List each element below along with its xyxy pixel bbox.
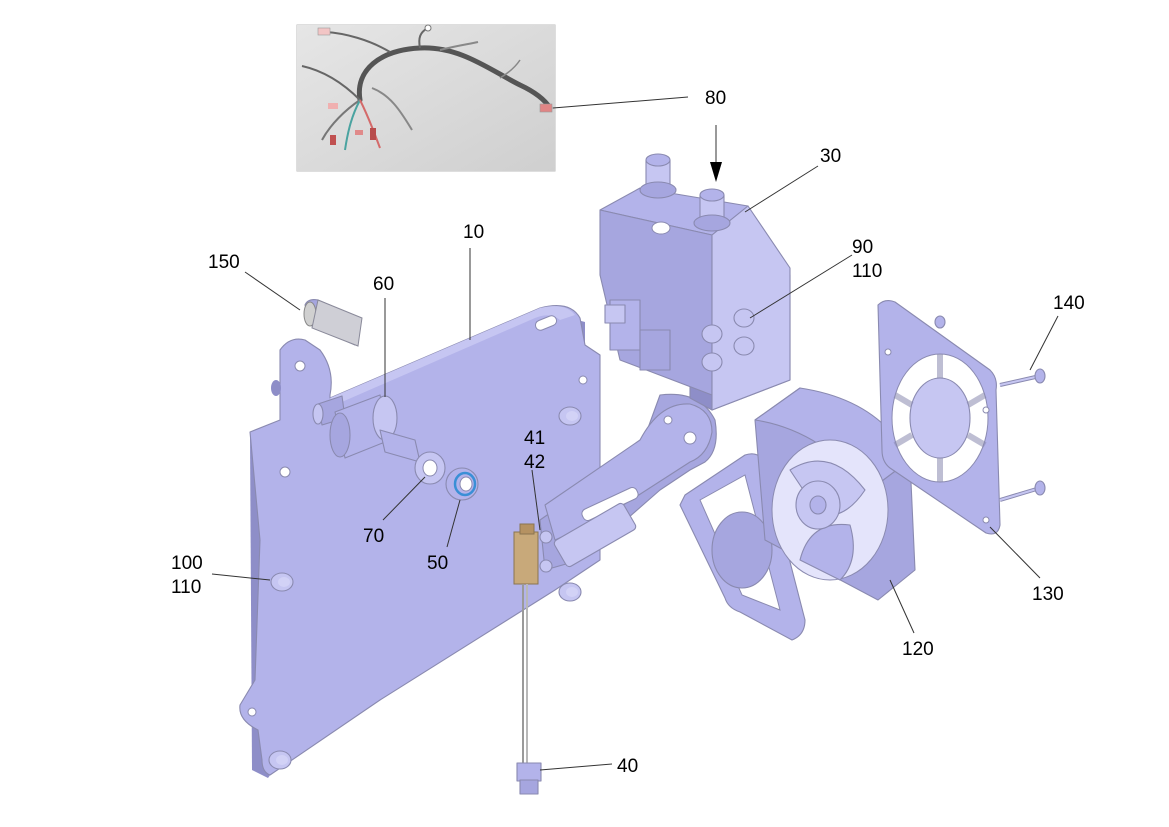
lock-nut [445,467,479,501]
long-screw [999,368,1046,387]
callout-10: 10 [463,222,484,243]
callout-30: 30 [820,146,841,167]
callout-80: 80 [705,88,726,109]
callout-120: 120 [902,639,934,660]
relay-terminal [693,188,731,232]
callout-130: 130 [1032,584,1064,605]
leader-lines [211,96,1059,771]
contactor-relay [599,153,791,411]
cooling-fan [754,387,916,601]
callout-42: 42 [524,452,545,473]
wiring-harness-photo [296,24,556,172]
callout-110-lower: 110 [171,577,201,598]
callout-40: 40 [617,756,638,777]
callout-150: 150 [208,252,240,273]
callout-140: 140 [1053,293,1085,314]
callout-50: 50 [427,553,448,574]
plate-bolt [268,750,292,770]
washer [414,451,446,485]
callout-labels: 80 30 90 110 140 10 150 60 41 42 70 50 1… [171,88,1085,777]
shaft-standoff [312,394,421,463]
callout-60: 60 [373,274,394,295]
long-screw [999,480,1046,502]
callout-90: 90 [852,237,873,258]
plate-bolt [558,582,582,602]
sleeve-cap [303,299,363,347]
plate-bolt [270,572,294,592]
callout-41: 41 [524,428,545,449]
callout-70: 70 [363,526,384,547]
temperature-sensor [513,523,553,795]
fan-arm-bracket [539,393,717,571]
plate-bolt [558,406,582,426]
callout-100: 100 [171,553,203,574]
fan-outer-guard [877,299,1001,535]
callout-110: 110 [852,261,882,282]
relay-terminal [639,153,677,199]
